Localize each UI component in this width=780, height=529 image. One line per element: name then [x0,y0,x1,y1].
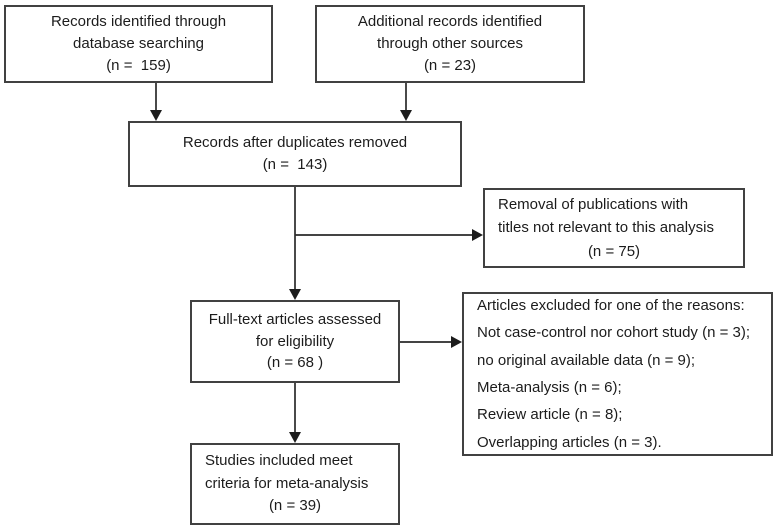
box-text-line: Full-text articles assessed [208,310,382,328]
box-additional-records-other-sources: Additional records identified through ot… [315,5,585,83]
box-text-line: Not case-control nor cohort study (n = 3… [477,324,751,342]
arrow-duplicates-to-fulltext [289,187,301,300]
box-count-line: (n = 23) [423,56,477,74]
box-text-line: Records after duplicates removed [182,134,408,152]
box-count-line: (n = 75) [587,242,641,260]
box-text-line: titles not relevant to this analysis [498,219,714,237]
box-text-line: database searching [73,35,204,53]
box-records-database-searching: Records identified through database sear… [4,5,273,83]
box-count-line: (n = 68 ) [266,354,324,372]
box-text-line: no original available data (n = 9); [477,351,696,369]
box-titles-not-relevant-removed: Removal of publications with titles not … [483,188,745,268]
box-text-line: Overlapping articles (n = 3). [477,433,662,451]
box-text-line: Articles excluded for one of the reasons… [477,297,745,315]
arrow-database-to-duplicates [150,83,162,121]
arrow-fulltext-to-included [289,383,301,443]
box-studies-included-meta-analysis: Studies included meet criteria for meta-… [190,443,400,525]
box-count-line: (n = 159) [106,56,171,74]
box-text-line: Review article (n = 8); [477,406,623,424]
arrow-other-sources-to-duplicates [400,83,412,121]
box-text-line: Additional records identified [357,13,543,31]
box-count-line: (n = 39) [268,497,322,515]
box-records-after-duplicates-removed: Records after duplicates removed (n = 14… [128,121,462,187]
box-text-line: Records identified through [50,13,227,31]
box-text-line: for eligibility [255,332,335,350]
box-text-line: Studies included meet [205,452,353,470]
box-count-line: (n = 143) [262,156,328,173]
arrow-fulltext-to-excluded [400,336,462,348]
box-fulltext-assessed-eligibility: Full-text articles assessed for eligibil… [190,300,400,383]
box-text-line: criteria for meta-analysis [205,474,369,492]
arrow-branch-to-titles-removed [295,229,483,241]
box-text-line: through other sources [377,35,523,53]
box-text-line: Removal of publications with [498,196,689,214]
box-text-line: Meta-analysis (n = 6); [477,379,622,396]
box-articles-excluded-reasons: Articles excluded for one of the reasons… [462,292,773,456]
